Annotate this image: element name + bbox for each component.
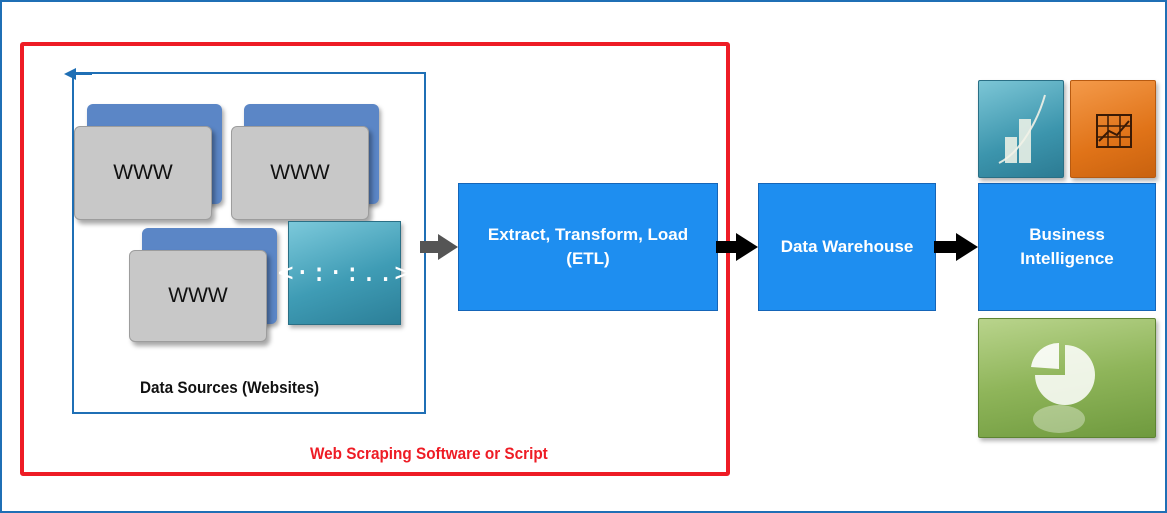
loop-arrow-icon (64, 68, 92, 80)
arrow-icon (420, 234, 458, 260)
www-card-label: WWW (270, 161, 330, 184)
www-card-label: WWW (113, 161, 173, 184)
www-card: WWW (129, 250, 267, 342)
data-sources-label: Data Sources (Websites) (140, 378, 320, 397)
etl-box: Extract, Transform, Load (ETL) (458, 183, 718, 311)
business-intelligence-box: Business Intelligence (978, 183, 1156, 311)
www-card: WWW (74, 126, 212, 220)
www-card-label: WWW (168, 284, 228, 307)
code-icon: <·:·:..> (278, 221, 410, 325)
arrow-icon (934, 233, 978, 261)
web-scraping-label: Web Scraping Software or Script (310, 444, 548, 463)
www-card: WWW (231, 126, 369, 220)
pie-chart-icon (978, 318, 1156, 438)
code-symbol: <·:·:..> (277, 258, 412, 288)
web-scraping-region (20, 42, 730, 476)
data-warehouse-box: Data Warehouse (758, 183, 936, 311)
etl-label-line1: Extract, Transform, Load (487, 225, 689, 244)
etl-label-line2: (ETL) (566, 249, 610, 268)
arrow-icon (716, 233, 758, 261)
bar-chart-icon (978, 80, 1064, 178)
grid-chart-icon (1070, 80, 1156, 178)
data-warehouse-label: Data Warehouse (780, 237, 914, 256)
bi-label-line2: Intelligence (1020, 249, 1114, 268)
bi-label-line1: Business (1029, 225, 1105, 244)
